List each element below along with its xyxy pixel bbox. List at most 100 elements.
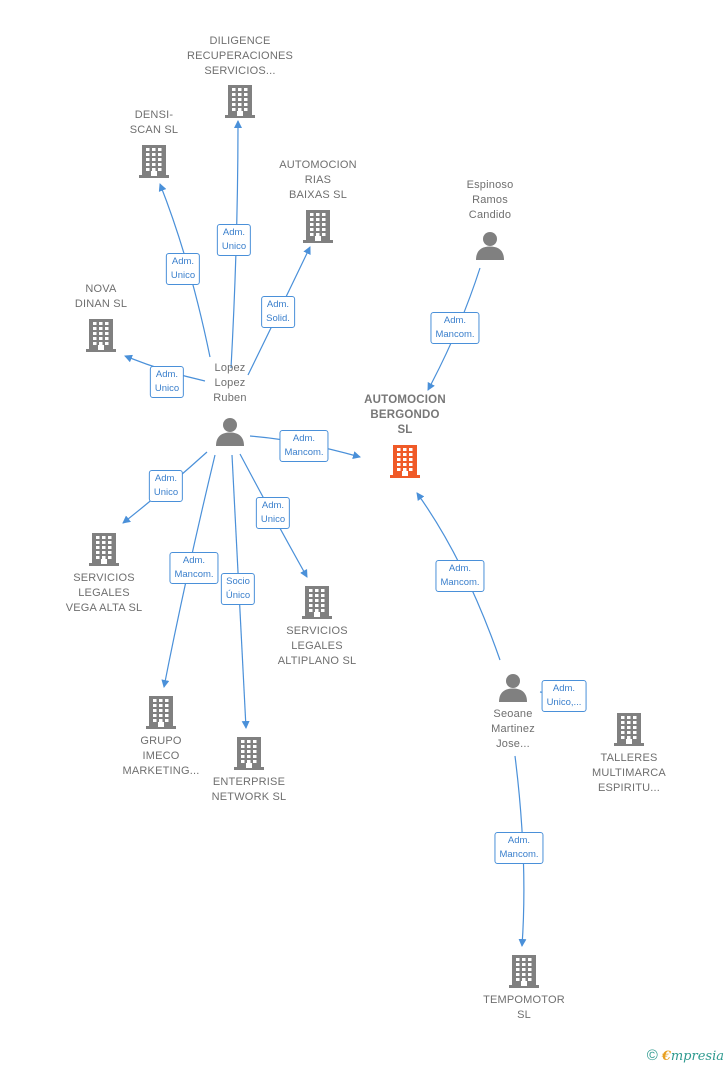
node-label-line: AUTOMOCION <box>279 159 357 171</box>
node-label-line: AUTOMOCION <box>364 394 446 406</box>
node-label-line: Seoane <box>493 708 533 720</box>
edge-label[interactable]: Adm. Unico <box>165 253 201 285</box>
edge-label[interactable]: Adm. Mancom. <box>494 832 544 864</box>
building-icon <box>86 319 116 352</box>
node-label-line: Ramos <box>472 194 508 206</box>
edge-label[interactable]: Adm. Unico <box>149 366 185 398</box>
edge-label[interactable]: Adm. Mancom. <box>430 312 480 344</box>
node-label-line: ESPIRITU... <box>597 782 661 794</box>
building-icon <box>146 696 176 729</box>
edge-label-line: Mancom. <box>435 329 475 340</box>
edge-label-line: Unico <box>221 241 247 252</box>
node-label-line: RIAS <box>304 174 332 186</box>
node-label: DENSI- SCAN SL <box>79 108 229 138</box>
node-label: SERVICIOS LEGALES ALTIPLANO SL <box>242 624 392 669</box>
edge-label[interactable]: Adm.Unico <box>148 470 184 502</box>
node-label-line: Martinez <box>491 723 535 735</box>
building-icon <box>303 210 333 243</box>
node-label-line: LEGALES <box>291 640 343 652</box>
node-label-line: SL <box>517 1009 531 1021</box>
edge-label-line: Mancom. <box>440 577 480 588</box>
node-vega[interactable]: SERVICIOS LEGALES VEGA ALTA SL <box>29 531 179 616</box>
node-label-line: SERVICIOS <box>73 572 135 584</box>
node-enterprise[interactable]: ENTERPRISE NETWORK SL <box>174 735 324 805</box>
node-label-line: TALLERES <box>600 752 658 764</box>
node-nova[interactable]: NOVA DINAN SL <box>26 282 176 353</box>
node-label-line: DENSI- <box>134 109 174 121</box>
edge-label[interactable]: Adm.Unico <box>216 224 252 256</box>
node-label-line: DINAN SL <box>74 298 128 310</box>
edge-label-line: Unico <box>154 383 180 394</box>
node-label-line: NETWORK SL <box>211 791 287 803</box>
node-label-line: SERVICIOS... <box>204 65 276 77</box>
edge-label-line: Unico,... <box>546 697 582 708</box>
edge-label-line: Mancom. <box>174 569 214 580</box>
node-label-line: TEMPOMOTOR <box>483 994 565 1006</box>
building-icon <box>225 85 255 118</box>
person-icon <box>499 674 527 702</box>
node-label-line: BAIXAS SL <box>288 189 348 201</box>
node-tempomotor[interactable]: TEMPOMOTOR SL <box>449 953 599 1023</box>
edge-label[interactable]: Adm.Solid. <box>261 296 295 328</box>
edge-label[interactable]: Adm. Mancom. <box>279 430 329 462</box>
building-icon <box>89 533 119 566</box>
person-icon <box>476 232 504 260</box>
node-label-line: SCAN SL <box>129 124 179 136</box>
edge-label-line: Mancom. <box>284 447 324 458</box>
node-label-line: LEGALES <box>78 587 130 599</box>
node-label-line: IMECO <box>142 750 180 762</box>
node-bergondo[interactable]: AUTOMOCION BERGONDO SL <box>330 393 480 479</box>
node-label-line: ALTIPLANO SL <box>277 655 357 667</box>
building-icon <box>302 586 332 619</box>
node-label: AUTOMOCION BERGONDO SL <box>330 393 480 438</box>
node-label-line: MARKETING... <box>122 765 200 777</box>
edge-label[interactable]: Adm.Mancom. <box>435 560 485 592</box>
node-label-line: Lopez <box>214 362 246 374</box>
building-icon <box>139 145 169 178</box>
node-label-line: ENTERPRISE <box>212 776 286 788</box>
edge-label-line: Adm. <box>266 299 290 310</box>
edge-label[interactable]: Adm.Unico <box>255 497 291 529</box>
building-icon <box>509 955 539 988</box>
node-densi[interactable]: DENSI- SCAN SL <box>79 108 229 179</box>
node-label-line: VEGA ALTA SL <box>65 602 143 614</box>
building-icon <box>234 737 264 770</box>
edge-label-line: Adm. <box>443 315 467 326</box>
node-label-line: Lopez <box>214 377 246 389</box>
node-label-line: Espinoso <box>466 179 514 191</box>
node-rias[interactable]: AUTOMOCION RIAS BAIXAS SL <box>243 158 393 244</box>
edge-label[interactable]: Adm. Unico,... <box>541 680 587 712</box>
edge-label-line: Adm. <box>507 835 531 846</box>
node-label-line: SERVICIOS <box>286 625 348 637</box>
node-label: ENTERPRISE NETWORK SL <box>174 775 324 805</box>
node-label-line: RECUPERACIONES <box>186 50 294 62</box>
edge-label-line: Mancom. <box>499 849 539 860</box>
edge-label-line: Adm. <box>171 256 195 267</box>
edge-label-line: Adm. <box>552 683 576 694</box>
building-icon <box>614 713 644 746</box>
node-label-line: SL <box>397 424 413 436</box>
building-icon <box>390 445 420 478</box>
edge-label-line: Adm. <box>292 433 316 444</box>
node-label: TEMPOMOTOR SL <box>449 993 599 1023</box>
node-label-line: NOVA <box>85 283 117 295</box>
edge-label-line: Adm. <box>154 473 178 484</box>
edge-label-line: Unico <box>260 514 286 525</box>
node-label-line: BERGONDO <box>370 409 440 421</box>
edge-label-line: Adm. <box>155 369 179 380</box>
edge-label-line: Unico <box>170 270 196 281</box>
node-altiplano[interactable]: SERVICIOS LEGALES ALTIPLANO SL <box>242 584 392 669</box>
edge-label[interactable]: Adm.Mancom. <box>169 552 219 584</box>
